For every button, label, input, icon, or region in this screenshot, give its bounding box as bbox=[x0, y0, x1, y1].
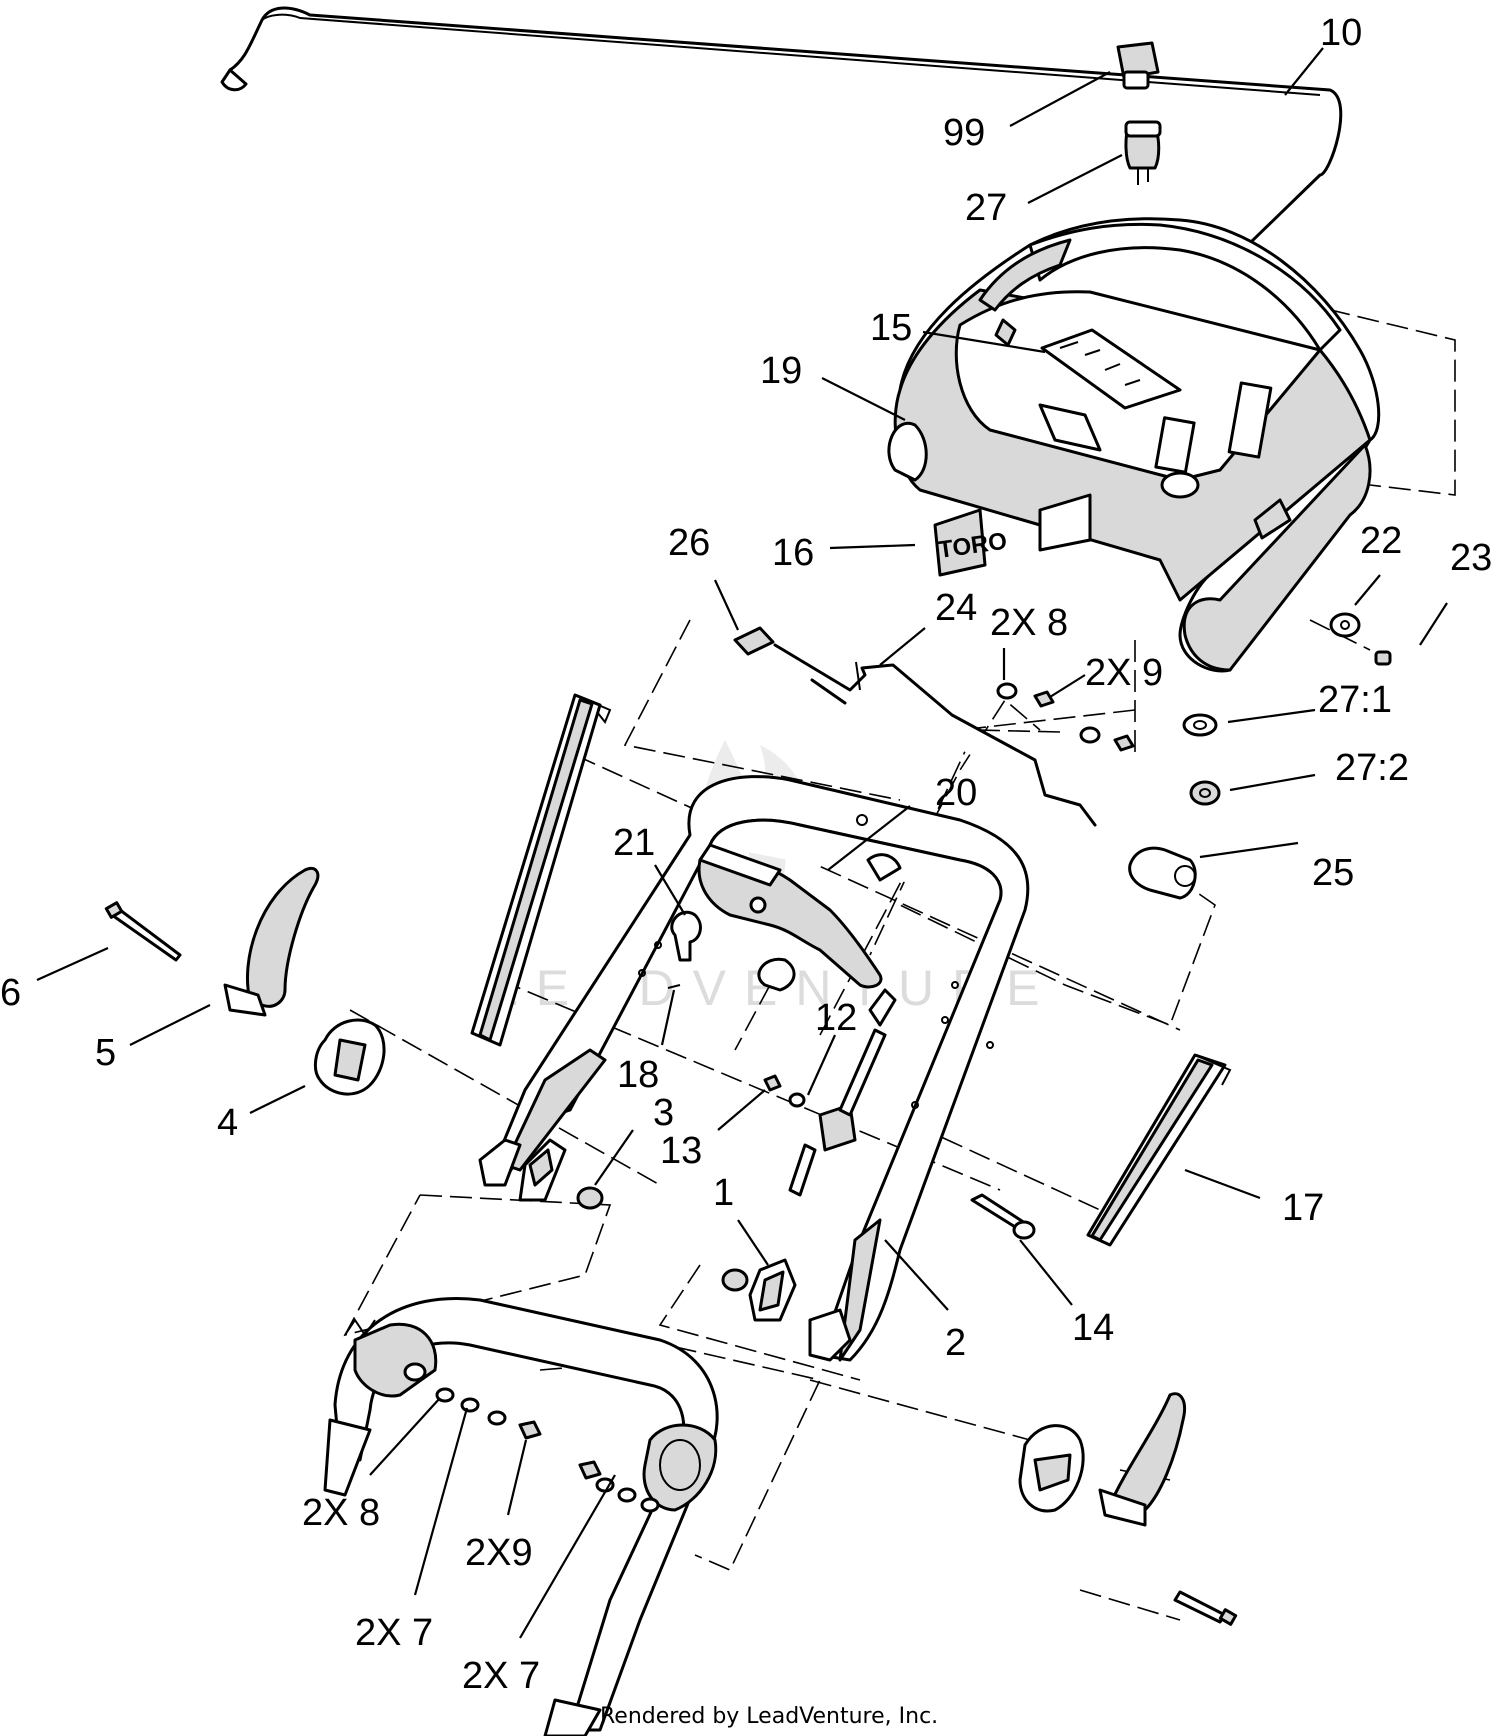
control-console bbox=[887, 217, 1381, 673]
bolt-icon-right bbox=[1173, 1590, 1227, 1624]
washer-and-screw bbox=[1329, 612, 1392, 666]
left-knob-and-ratchet bbox=[223, 866, 386, 1096]
callout-6: 6 bbox=[0, 972, 21, 1014]
callout-16: 16 bbox=[772, 532, 814, 574]
callout-23: 23 bbox=[1450, 537, 1492, 579]
handle-grip-left bbox=[470, 693, 612, 1047]
callout-19: 19 bbox=[760, 350, 802, 392]
pivot-brackets bbox=[518, 1138, 797, 1322]
callout-4: 4 bbox=[217, 1102, 238, 1144]
key-icon bbox=[1116, 41, 1160, 80]
callout-5: 5 bbox=[95, 1032, 116, 1074]
leader-lines bbox=[36, 47, 1448, 1639]
cable-clip-icon bbox=[733, 626, 775, 656]
callout-2x9-top: 2X 9 bbox=[1085, 652, 1163, 694]
callout-2: 2 bbox=[945, 1322, 966, 1364]
render-credit: Rendered by LeadVenture, Inc. bbox=[600, 1704, 938, 1729]
callout-26: 26 bbox=[668, 522, 710, 564]
toro-brand-decal: TORO bbox=[933, 508, 1009, 577]
callout-12: 12 bbox=[815, 997, 857, 1039]
callout-15: 15 bbox=[870, 307, 912, 349]
callout-2x9-bottom: 2X9 bbox=[465, 1532, 533, 1574]
callout-2x7-bottom: 2X 7 bbox=[462, 1655, 540, 1697]
callout-27-1: 27:1 bbox=[1318, 679, 1392, 721]
callout-22: 22 bbox=[1360, 520, 1402, 562]
callout-21: 21 bbox=[613, 822, 655, 864]
callout-1: 1 bbox=[713, 1172, 734, 1214]
callout-20: 20 bbox=[935, 772, 977, 814]
safety-decal bbox=[1040, 328, 1182, 410]
callout-24: 24 bbox=[935, 587, 977, 629]
callout-25: 25 bbox=[1312, 852, 1354, 894]
lower-handle bbox=[323, 1297, 719, 1736]
callout-17: 17 bbox=[1282, 1187, 1324, 1229]
handle-knob-left bbox=[245, 866, 320, 1008]
key-and-ignition-switch bbox=[1116, 41, 1162, 185]
callout-2x7-left: 2X 7 bbox=[355, 1612, 433, 1654]
callout-2x8-bottom: 2X 8 bbox=[302, 1492, 380, 1534]
control-cable-and-rod bbox=[733, 626, 1135, 827]
middle-handle-frame bbox=[478, 775, 1030, 1362]
callout-18: 18 bbox=[617, 1054, 659, 1096]
bolts bbox=[104, 901, 1036, 1240]
callout-13: 13 bbox=[660, 1130, 702, 1172]
cable-end-fitting bbox=[1128, 846, 1197, 900]
nut-icon-3 bbox=[576, 1186, 604, 1210]
callout-10: 10 bbox=[1320, 12, 1362, 54]
bolt-icon-6 bbox=[110, 908, 182, 962]
handle-grip-right bbox=[1086, 1053, 1232, 1247]
screw-icon bbox=[1374, 650, 1392, 666]
callouts: 10 99 27 15 19 16 26 24 2X 8 2X 9 22 23 … bbox=[0, 12, 1492, 1697]
switch-washer-and-nut bbox=[1182, 713, 1221, 806]
callout-27-2: 27:2 bbox=[1335, 747, 1409, 789]
control-bail-and-bracket bbox=[670, 814, 902, 992]
right-knob-and-ratchet bbox=[1018, 1392, 1238, 1626]
callout-27: 27 bbox=[965, 187, 1007, 229]
callout-99: 99 bbox=[943, 112, 985, 154]
knob-icon-2 bbox=[757, 957, 796, 992]
callout-14: 14 bbox=[1072, 1307, 1114, 1349]
safety-switch-assembly bbox=[763, 988, 897, 1197]
knob-icon bbox=[670, 911, 702, 962]
callout-3: 3 bbox=[653, 1092, 674, 1134]
washer-icon bbox=[1329, 612, 1361, 638]
callout-2x8-top: 2X 8 bbox=[990, 602, 1068, 644]
